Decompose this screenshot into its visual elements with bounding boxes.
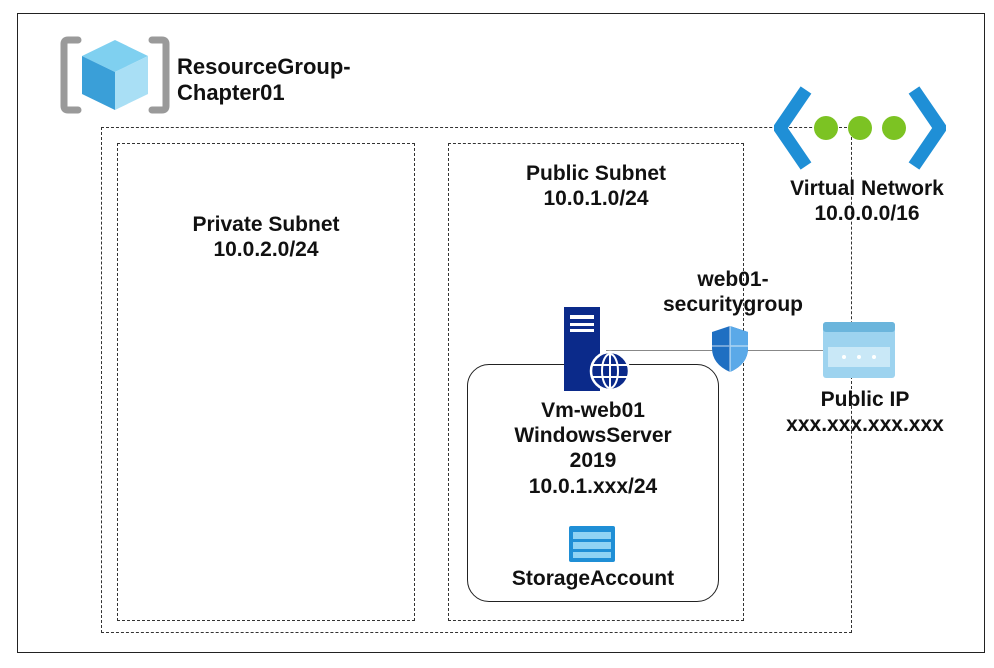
shield-icon: [712, 326, 748, 372]
public-subnet-boundary: [448, 143, 744, 621]
diagram-frame: [17, 13, 985, 653]
vm-label: Vm-web01 WindowsServer 2019 10.0.1.xxx/2…: [514, 399, 672, 498]
security-group-label: web01- securitygroup: [662, 268, 804, 317]
storage-account-icon: [569, 526, 615, 562]
server-icon: [564, 307, 631, 392]
resource-group-icon: [60, 36, 170, 114]
virtual-network-boundary: [101, 127, 852, 633]
private-subnet-boundary: [117, 143, 415, 621]
storage-account-label: StorageAccount: [511, 567, 675, 590]
public-subnet-label: Public Subnet 10.0.1.0/24: [525, 162, 666, 211]
virtual-network-label: Virtual Network 10.0.0.0/16: [790, 177, 944, 226]
virtual-network-icon: [774, 86, 946, 170]
public-ip-label: Public IP xxx.xxx.xxx.xxx: [786, 388, 944, 437]
private-subnet-label: Private Subnet 10.0.2.0/24: [192, 213, 340, 262]
resource-group-label: ResourceGroup- Chapter01: [177, 54, 351, 106]
public-ip-icon: [823, 322, 895, 378]
